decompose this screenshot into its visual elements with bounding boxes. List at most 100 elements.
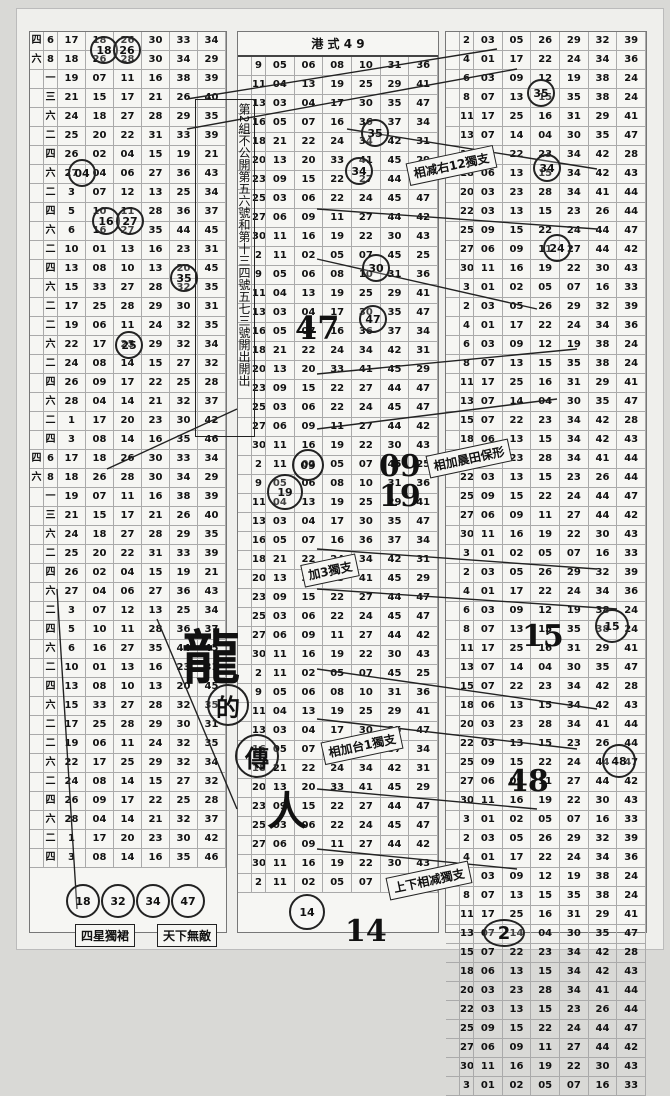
number-cell [30, 127, 44, 146]
number-cell: 16 [502, 526, 532, 545]
number-cell [238, 798, 252, 817]
number-cell: 15 [502, 1020, 532, 1039]
number-cell: 05 [266, 684, 295, 703]
number-cell: 36 [170, 165, 198, 184]
number-cell: 38 [588, 887, 618, 906]
number-cell: 23 [252, 380, 266, 399]
number-cell: 15 [531, 697, 560, 716]
number-cell: 26 [531, 32, 560, 51]
number-cell: 25 [252, 817, 266, 836]
number-cell [30, 108, 44, 127]
number-cell: 34 [559, 184, 589, 203]
number-cell: 29 [142, 336, 170, 355]
number-cell: 36 [409, 57, 438, 76]
number-cell: 3 [58, 849, 86, 868]
number-cell: 44 [617, 716, 646, 735]
number-cell: 36 [170, 621, 198, 640]
number-cell: 10 [86, 621, 114, 640]
number-cell: 17 [114, 374, 142, 393]
number-cell: 27 [114, 640, 142, 659]
number-cell: 02 [294, 247, 324, 266]
number-cell: 26 [114, 450, 142, 469]
number-cell: 11 [460, 374, 474, 393]
number-cell: 六 [44, 697, 58, 716]
number-cell: 13 [502, 1001, 532, 1020]
number-cell: 29 [588, 640, 618, 659]
number-cell: 29 [380, 703, 410, 722]
number-cell: 29 [559, 564, 589, 583]
number-cell: 22 [323, 399, 352, 418]
number-cell: 16 [502, 1058, 532, 1077]
number-cell: 29 [380, 76, 410, 95]
number-cell: 四 [44, 203, 58, 222]
number-cell: 22 [351, 437, 381, 456]
big-number-15: 15 [522, 619, 564, 654]
number-cell: 17 [86, 412, 114, 431]
number-cell: 09 [474, 222, 503, 241]
number-cell [238, 323, 252, 342]
number-cell: 13 [58, 678, 86, 697]
number-cell [30, 754, 44, 773]
number-cell: 27 [351, 627, 381, 646]
number-cell: 二 [44, 830, 58, 849]
number-cell: 07 [474, 621, 503, 640]
number-cell: 13 [460, 925, 474, 944]
number-cell: 37 [198, 811, 226, 830]
number-cell: 42 [409, 836, 438, 855]
number-cell: 11 [460, 640, 474, 659]
number-cell: 28 [198, 792, 226, 811]
number-cell: 04 [266, 285, 295, 304]
number-cell: 17 [114, 89, 142, 108]
number-cell: 22 [294, 760, 324, 779]
number-cell: 45 [380, 152, 410, 171]
number-cell: 47 [409, 513, 438, 532]
number-cell [30, 678, 44, 697]
number-cell: 17 [58, 32, 86, 51]
number-cell: 17 [502, 583, 532, 602]
number-cell: 31 [142, 545, 170, 564]
number-cell: 03 [474, 298, 503, 317]
number-cell: 27 [114, 526, 142, 545]
number-cell: 35 [198, 279, 226, 298]
circled-number: 16 [92, 207, 120, 235]
number-cell: 22 [294, 133, 324, 152]
number-cell: 15 [531, 355, 560, 374]
number-cell: 01 [474, 51, 503, 70]
number-cell: 42 [588, 146, 618, 165]
number-cell: 22 [294, 342, 324, 361]
number-cell [446, 659, 460, 678]
number-cell: 05 [323, 874, 352, 893]
number-cell: 01 [474, 583, 503, 602]
number-cell: 21 [142, 89, 170, 108]
number-cell: 20 [460, 716, 474, 735]
number-cell: 04 [114, 146, 142, 165]
number-cell: 13 [294, 76, 324, 95]
number-cell: 01 [86, 241, 114, 260]
number-cell: 25 [86, 298, 114, 317]
number-cell: 22 [531, 317, 560, 336]
number-cell: 37 [198, 203, 226, 222]
number-cell: 34 [559, 450, 589, 469]
number-cell [30, 336, 44, 355]
number-cell: 16 [252, 323, 266, 342]
number-cell: 04 [86, 165, 114, 184]
number-cell: 43 [617, 165, 646, 184]
number-cell: 13 [114, 241, 142, 260]
number-cell: 42 [380, 551, 410, 570]
number-cell: 44 [170, 222, 198, 241]
number-cell: 22 [559, 260, 589, 279]
big-number-47: 47 [295, 309, 340, 347]
number-cell: 10 [351, 57, 381, 76]
number-cell: 15 [86, 89, 114, 108]
big-number-48: 48 [507, 764, 549, 799]
number-cell [238, 114, 252, 133]
number-cell: 六 [44, 393, 58, 412]
number-cell: 08 [86, 773, 114, 792]
circled-number: 47 [171, 884, 205, 918]
number-cell: 06 [294, 817, 324, 836]
number-cell: 19 [531, 526, 560, 545]
number-cell [238, 342, 252, 361]
circled-number: 14 [289, 894, 325, 930]
number-cell: 47 [409, 722, 438, 741]
